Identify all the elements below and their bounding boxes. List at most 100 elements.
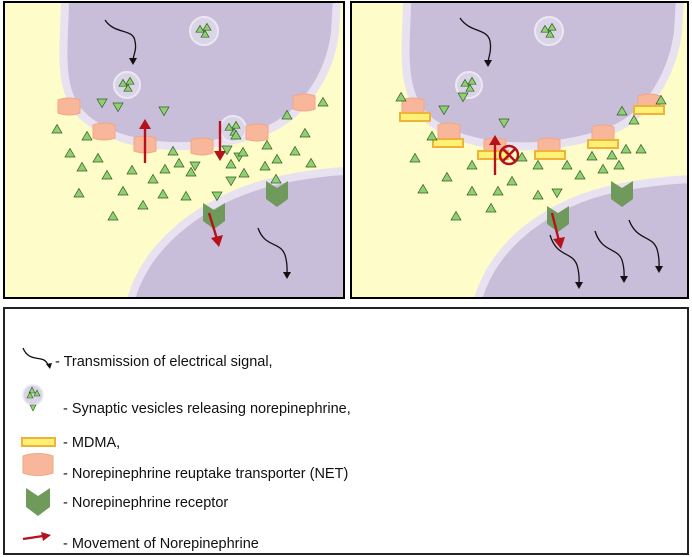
signal-arrow: [549, 234, 580, 286]
norepinephrine: [211, 191, 223, 202]
norepinephrine: [417, 183, 429, 194]
signal-arrow: [104, 19, 137, 62]
ne-movement-arrow: [550, 212, 565, 249]
norepinephrine: [76, 161, 88, 172]
signal-arrow-head: [655, 266, 663, 273]
norepinephrine: [271, 153, 283, 164]
norepinephrine: [466, 185, 478, 196]
ne-movement-arrow: [489, 135, 501, 175]
mdma-molecule: [587, 139, 619, 149]
net-transporter: [437, 122, 461, 141]
norepinephrine: [200, 29, 210, 38]
norepinephrine: [281, 109, 293, 120]
ne-receptor: [611, 181, 633, 207]
norepinephrine: [137, 199, 149, 210]
ne-movement-arrow: [139, 119, 151, 163]
norepinephrine: [450, 210, 462, 221]
norepinephrine: [173, 157, 185, 168]
norepinephrine: [305, 157, 317, 168]
norepinephrine: [466, 159, 478, 170]
norepinephrine: [289, 145, 301, 156]
norepinephrine: [498, 118, 510, 129]
norepinephrine: [73, 187, 85, 198]
norepinephrine: [299, 127, 311, 138]
norepinephrine: [516, 151, 528, 162]
norepinephrine: [620, 143, 632, 154]
legend-label: - Norepinephrine receptor: [63, 495, 229, 511]
normal-synapse-diagram: [51, 3, 343, 297]
norepinephrine: [96, 98, 108, 109]
presynaptic-neuron: [59, 3, 341, 151]
ne-receptor: [266, 181, 288, 207]
vesicle: [534, 16, 564, 46]
norepinephrine: [126, 164, 138, 175]
signal-arrow: [594, 230, 625, 280]
norepinephrine: [51, 123, 63, 134]
legend: - Transmission of electrical signal, - S…: [3, 307, 689, 555]
norepinephrine: [635, 143, 647, 154]
norepinephrine: [221, 145, 233, 156]
mdma-molecule: [399, 112, 431, 122]
norepinephrine: [540, 24, 550, 33]
norepinephrine-molecules: [51, 96, 329, 221]
signal-arrow-head: [129, 58, 137, 65]
norepinephrine: [438, 105, 450, 116]
signal-arrow-head: [575, 282, 583, 289]
norepinephrine: [64, 147, 76, 158]
legend-item-movement: - Movement of Norepinephrine: [5, 531, 687, 553]
norepinephrine: [426, 130, 438, 141]
norepinephrine: [613, 159, 625, 170]
mdma-synapse-diagram: [395, 3, 687, 297]
normal-synapse-panel: [3, 1, 345, 299]
norepinephrine: [506, 175, 518, 186]
signal-arrow: [628, 219, 660, 270]
norepinephrine: [467, 76, 477, 85]
norepinephrine: [561, 159, 573, 170]
curved-arrow-icon: [22, 347, 52, 369]
norepinephrine: [92, 152, 104, 163]
norepinephrine: [167, 145, 179, 156]
legend-label: - Norepinephrine reuptake transporter (N…: [63, 466, 349, 482]
norepinephrine: [185, 166, 197, 177]
norepinephrine: [157, 188, 169, 199]
norepinephrine: [180, 190, 192, 201]
red-arrow-icon: [22, 532, 51, 541]
norepinephrine: [270, 173, 282, 184]
norepinephrine: [441, 171, 453, 182]
signal-arrow: [257, 227, 288, 276]
norepinephrine: [532, 159, 544, 170]
net-transporter: [92, 122, 116, 141]
legend-item-vesicle: - Synaptic vesicles releasing norepineph…: [5, 384, 687, 422]
net-transporter: [57, 97, 81, 116]
norepinephrine: [125, 76, 135, 85]
norepinephrine: [195, 24, 205, 33]
legend-label: - Movement of Norepinephrine: [63, 536, 259, 552]
legend-item-receptor: - Norepinephrine receptor: [5, 488, 687, 520]
vesicle-icon: [22, 384, 44, 412]
signal-arrow: [459, 17, 492, 64]
norepinephrine: [465, 83, 475, 92]
norepinephrine: [261, 139, 273, 150]
norepinephrine: [460, 78, 470, 87]
signal-arrow-head: [283, 272, 291, 279]
norepinephrine: [230, 129, 242, 140]
norepinephrine: [231, 120, 241, 129]
norepinephrine: [81, 130, 93, 141]
norepinephrine: [238, 167, 250, 178]
norepinephrine: [586, 150, 598, 161]
ne-movement-arrow: [207, 212, 223, 247]
norepinephrine: [259, 160, 271, 171]
vesicle: [113, 71, 141, 99]
norepinephrine: [225, 176, 237, 187]
transporter-cylinder-icon: [22, 453, 54, 476]
receptor-chevron-icon: [26, 488, 50, 516]
norepinephrine: [158, 106, 170, 117]
legend-item-signal: - Transmission of electrical signal,: [5, 347, 687, 379]
legend-label: - Transmission of electrical signal,: [55, 354, 273, 370]
norepinephrine: [237, 146, 249, 157]
norepinephrine: [202, 22, 212, 31]
signal-arrow-head: [620, 276, 628, 283]
norepinephrine: [457, 92, 469, 103]
norepinephrine: [597, 163, 609, 174]
norepinephrine: [118, 78, 128, 87]
